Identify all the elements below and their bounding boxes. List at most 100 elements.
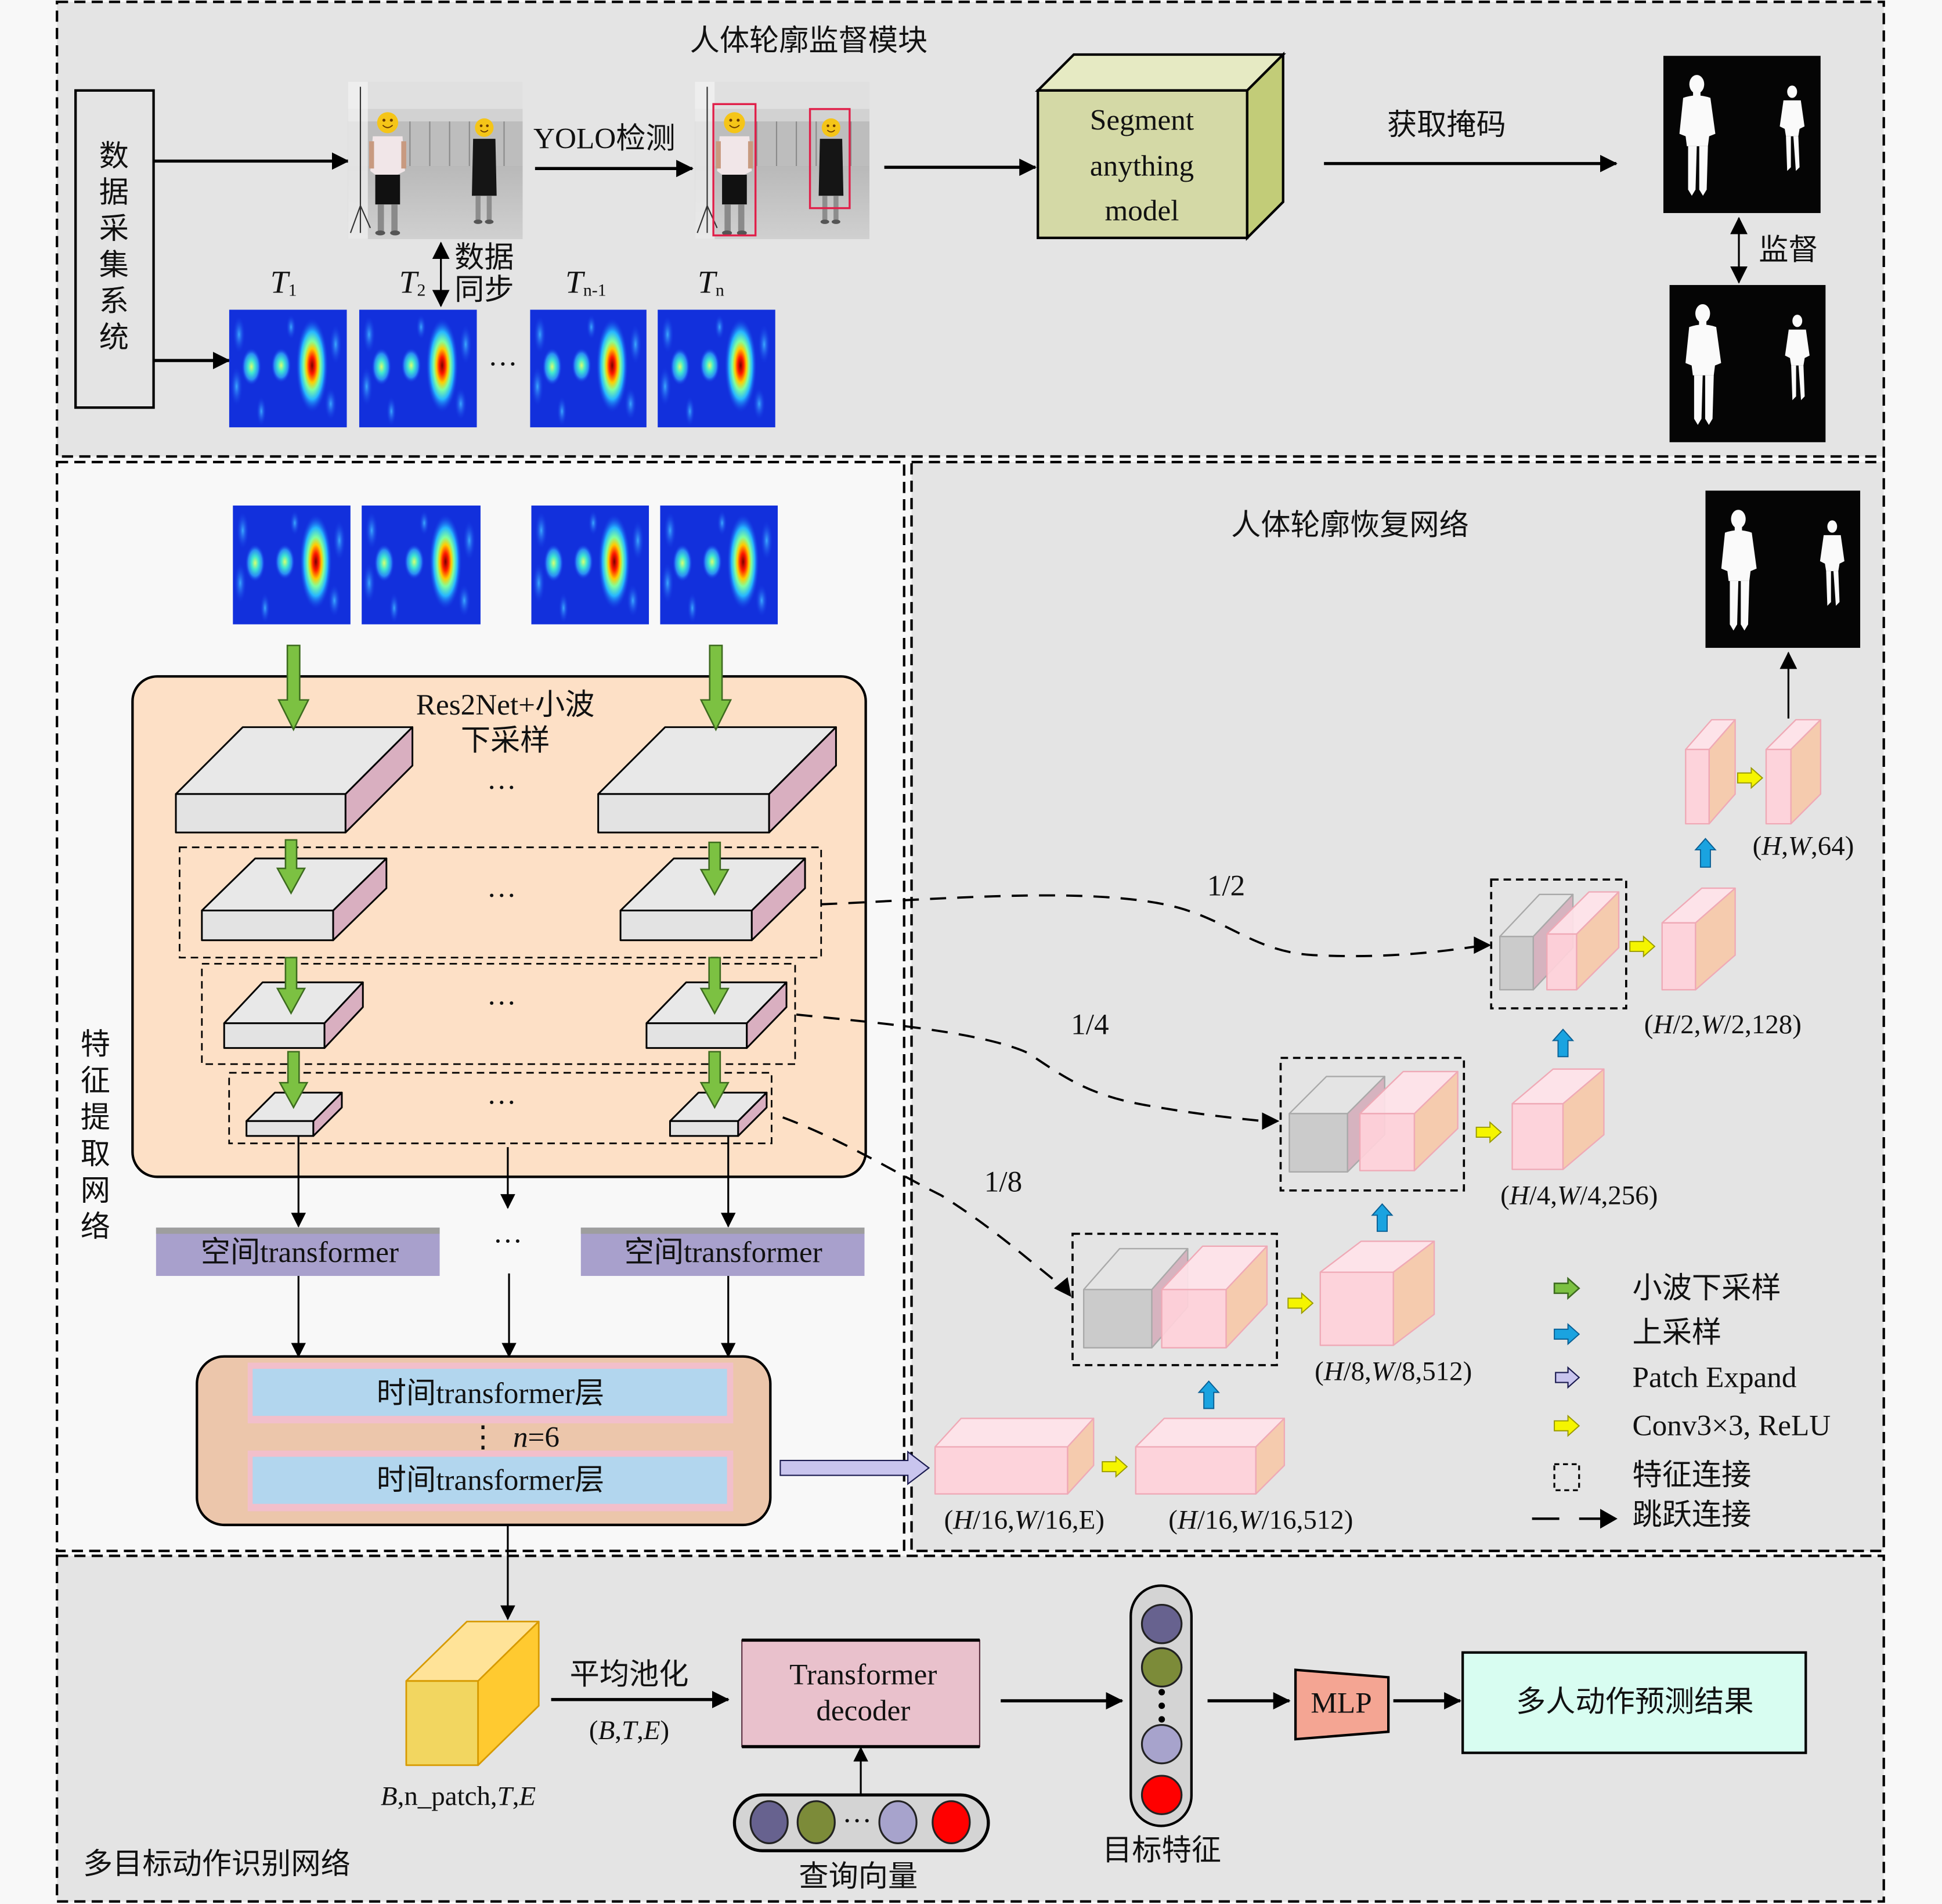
pooled-shape-label: (B,T,E)	[589, 1715, 669, 1746]
stage-3-block-last	[645, 981, 788, 1049]
supervision-module-title: 人体轮廓监督模块	[690, 24, 928, 57]
shape-label-1-4: (H/4,W/4,256)	[1500, 1180, 1658, 1210]
sam-mask-image	[1663, 56, 1821, 214]
spatial-transformer-n: 空间transformer	[580, 1227, 865, 1276]
decoder-label-line-1: Transformer	[789, 1658, 937, 1692]
stage-1-block-last	[597, 726, 837, 834]
front-face	[1499, 936, 1534, 991]
decoder-arrows	[1102, 766, 1764, 1478]
sam-cube-front-face	[1037, 89, 1248, 239]
upsampled-feature-1-4	[1359, 1070, 1459, 1171]
skip-ratio-1-8: 1/8	[984, 1165, 1022, 1198]
shape-label-bottleneck-conv: (H/16,W/16,512)	[1168, 1505, 1353, 1535]
sam-label-line-2: anything	[1090, 150, 1194, 183]
side-face	[1392, 1241, 1435, 1346]
math-run: ,n_patch,	[398, 1781, 497, 1811]
math-run: (	[1644, 1009, 1654, 1040]
feature-concat-box-1-2	[1490, 878, 1627, 1009]
upsampled-feature-1-8	[1161, 1245, 1268, 1348]
math-run: H	[1323, 1356, 1345, 1386]
spatial-transformer-ellipsis: ···	[493, 1225, 522, 1258]
math-run: E	[519, 1781, 536, 1811]
data-collection-system-label: 数据采集系统	[99, 139, 129, 354]
shape-label-1-8: (H/8,W/8,512)	[1315, 1356, 1472, 1386]
math-run: W	[1239, 1505, 1264, 1535]
backbone-label-line-2: 下采样	[461, 724, 550, 758]
feature-tensor-cube-holder	[405, 1621, 540, 1766]
math-run: H	[952, 1505, 974, 1535]
legend: 小波下采样 上采样 Patch Expand Conv3×3, ReLU 特征连…	[1532, 1272, 1831, 1531]
supervise-label: 监督	[1759, 234, 1818, 267]
target-features-label: 目标特征	[1102, 1834, 1221, 1867]
target-feature-n	[1140, 1775, 1183, 1815]
math-run: W	[1701, 1009, 1726, 1040]
front-face	[597, 793, 770, 834]
vertical-char: 提	[81, 1101, 110, 1134]
bottleneck-embed-block	[934, 1418, 1095, 1495]
front-face	[1546, 933, 1578, 991]
stage-1-ellipsis: ···	[487, 771, 517, 805]
camera-frame-detected	[695, 81, 870, 239]
vertical-char: 络	[81, 1210, 110, 1243]
mlp-head: MLP	[1294, 1668, 1390, 1741]
wavelet-arrow-s1-first	[276, 839, 306, 895]
legend-label-conv-relu: Conv3×3, ReLU	[1633, 1409, 1831, 1443]
front-face	[1135, 1446, 1257, 1495]
math-run: n	[513, 1420, 528, 1454]
stage-2-group	[179, 846, 822, 958]
prediction-result-box	[1461, 1651, 1807, 1754]
target-feature-2	[1140, 1647, 1183, 1688]
legend-green-arrow-icon	[1553, 1276, 1580, 1300]
skip-ratio-1-4: 1/4	[1071, 1008, 1109, 1041]
math-run: (	[1753, 831, 1762, 861]
temporal-layer-n	[252, 1456, 727, 1504]
front-face	[645, 1022, 748, 1049]
stage-3-ellipsis: ···	[487, 987, 517, 1020]
bottleneck-conv-block	[1135, 1418, 1286, 1495]
front-face	[1511, 1103, 1564, 1170]
legend-yellow-arrow-icon	[1554, 1415, 1580, 1437]
query-vectors-label: 查询向量	[799, 1860, 918, 1893]
decoder-output-1-4	[1511, 1068, 1605, 1170]
legend-label-skip-connection: 跳跃连接	[1633, 1498, 1752, 1531]
front-face	[1765, 748, 1792, 825]
query-vector-n	[932, 1800, 971, 1844]
yolo-detection-label: YOLO检测	[533, 122, 676, 156]
math-run: W	[1788, 831, 1813, 861]
legend-lavender-arrow-icon	[1555, 1366, 1580, 1389]
upsampled-feature-full	[1685, 719, 1736, 825]
math-run: ,	[637, 1715, 644, 1746]
vertical-char: 采	[99, 212, 129, 245]
vertical-char: 特	[81, 1027, 110, 1061]
contour-recovery-title: 人体轮廓恢复网络	[1231, 509, 1469, 542]
front-face	[201, 910, 334, 942]
math-run: H	[1177, 1505, 1199, 1535]
math-run: )	[660, 1715, 669, 1746]
math-run: (	[1500, 1180, 1510, 1210]
feature-extraction-title: 特征提取网络	[81, 1027, 110, 1243]
side-face	[1067, 1418, 1095, 1495]
math-run: ,64)	[1811, 831, 1854, 861]
input-heatmap-1	[233, 505, 351, 625]
radar-frame-label-t2: T2	[399, 265, 426, 300]
average-pooling-label: 平均池化	[570, 1658, 689, 1692]
radar-heatmap-t1	[229, 309, 347, 428]
front-face	[619, 910, 753, 942]
math-run: /16,	[973, 1505, 1015, 1535]
query-vectors: ···	[732, 1793, 990, 1852]
math-run: /4,	[1529, 1180, 1557, 1210]
radar-frames-ellipsis: ···	[488, 348, 518, 381]
front-face	[246, 1120, 315, 1137]
math-run: ,	[1781, 831, 1788, 861]
data-sync-label-line-2: 同步	[454, 273, 514, 306]
decoder-label-line-2: decoder	[816, 1694, 910, 1728]
side-face	[737, 1091, 768, 1137]
backbone-feature-blocks	[175, 726, 837, 1137]
math-run: (	[1315, 1356, 1324, 1386]
legend-blue-arrow-icon	[1554, 1323, 1580, 1346]
math-run: H	[1509, 1180, 1531, 1210]
shape-label-full: (H,W,64)	[1753, 831, 1854, 861]
target-features-dot	[1158, 1716, 1165, 1723]
action-recognition-title: 多目标动作识别网络	[83, 1848, 351, 1881]
target-feature-n-1	[1140, 1723, 1183, 1765]
